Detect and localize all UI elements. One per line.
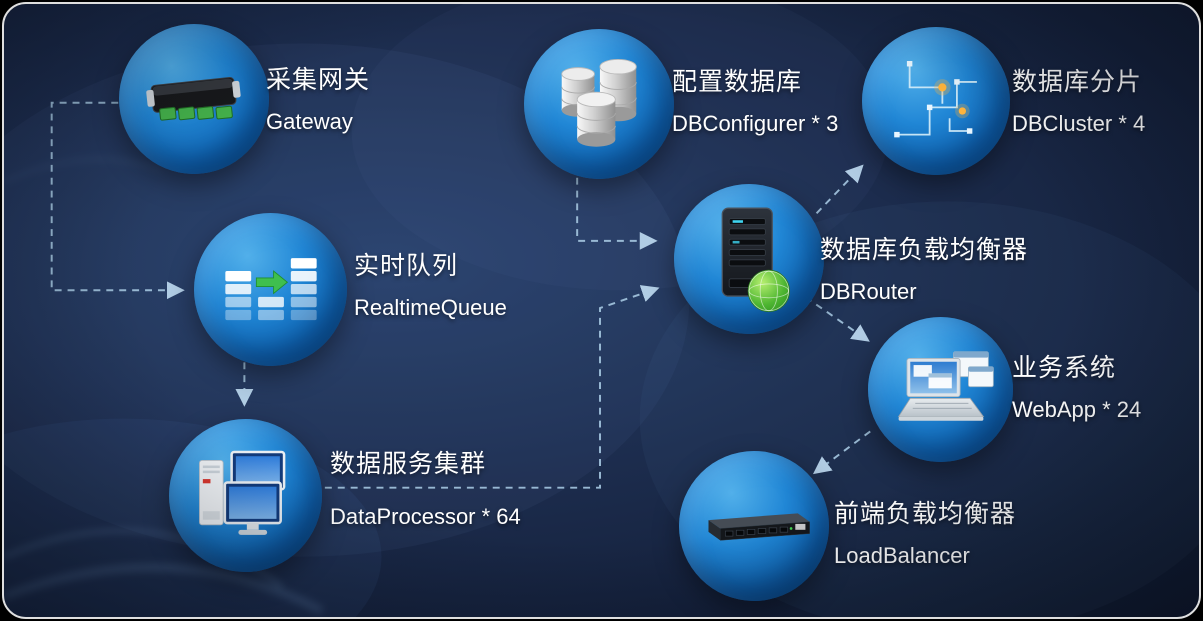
- node-load-balancer: [679, 451, 829, 601]
- node-realtime-queue: [194, 213, 347, 366]
- green-arrow: [255, 269, 288, 294]
- load-balancer-label: 前端负载均衡器 LoadBalancer: [834, 494, 1016, 569]
- laptop-windows-icon: [897, 350, 994, 421]
- node-db-router: [674, 184, 824, 334]
- node-web-app: [868, 317, 1013, 462]
- data-processor-label-en: DataProcessor * 64: [330, 504, 521, 529]
- data-processor-label-zh: 数据服务集群: [330, 450, 487, 478]
- db-router-label-zh: 数据库负载均衡器: [820, 236, 1029, 264]
- db-configurer-label-zh: 配置数据库: [672, 68, 803, 96]
- gateway-label-zh: 采集网关: [266, 66, 371, 94]
- web-app-label-en: WebApp * 24: [1012, 397, 1142, 422]
- realtime-queue-label: 实时队列 RealtimeQueue: [354, 246, 507, 321]
- gateway-label: 采集网关 Gateway: [266, 60, 370, 135]
- db-router-label-en: DBRouter: [820, 279, 917, 304]
- db-configurer-label-en: DBConfigurer * 3: [672, 111, 839, 136]
- db-configurer-label: 配置数据库 DBConfigurer * 3: [672, 62, 838, 137]
- realtime-queue-label-en: RealtimeQueue: [354, 295, 507, 320]
- realtime-queue-label-zh: 实时队列: [354, 252, 459, 280]
- web-app-label-zh: 业务系统: [1012, 354, 1117, 382]
- db-router-label: 数据库负载均衡器 DBRouter: [820, 230, 1028, 305]
- server-globe-icon: [721, 207, 790, 312]
- connector-dbconfigurer-dbrouter: [576, 177, 658, 250]
- load-balancer-label-zh: 前端负载均衡器: [834, 500, 1017, 528]
- db-cluster-label-zh: 数据库分片: [1012, 68, 1143, 96]
- connector-webapp-loadbalancer: [812, 430, 871, 475]
- gateway-label-en: Gateway: [266, 109, 353, 134]
- node-gateway: [119, 24, 269, 174]
- web-app-label: 业务系统 WebApp * 24: [1012, 348, 1141, 423]
- connector-dbrouter-dbcluster: [815, 164, 864, 214]
- queue-bars-icon: [224, 257, 317, 320]
- load-balancer-label-en: LoadBalancer: [834, 543, 970, 568]
- rack-server-icon: [708, 513, 810, 541]
- circuit-board-icon: [894, 61, 977, 138]
- node-data-processor: [169, 419, 322, 572]
- node-db-cluster: [862, 27, 1010, 175]
- node-db-configurer: [524, 29, 674, 179]
- db-cluster-label-en: DBCluster * 4: [1012, 111, 1146, 136]
- database-stack-icon: [561, 58, 637, 147]
- data-processor-label: 数据服务集群 DataProcessor * 64: [330, 444, 521, 530]
- workstations-icon: [198, 450, 285, 535]
- gateway-device-icon: [146, 76, 241, 121]
- db-cluster-label: 数据库分片 DBCluster * 4: [1012, 62, 1145, 137]
